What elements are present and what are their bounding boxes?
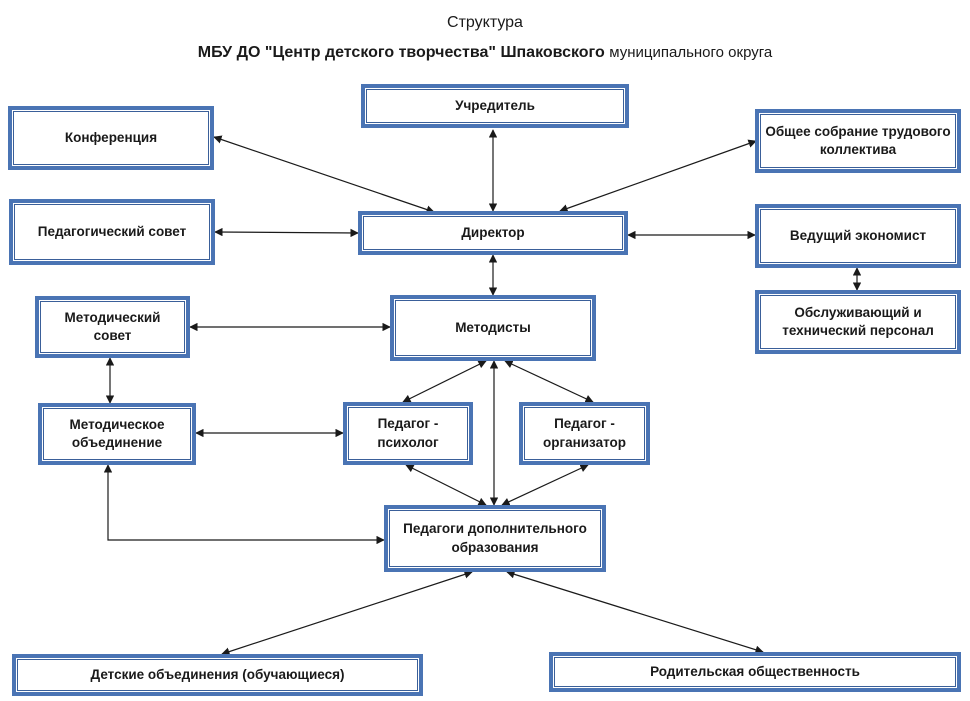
node-teachers-label: Педагоги дополнительного образования	[403, 521, 587, 555]
node-general-meeting: Общее собрание трудового коллектива	[755, 109, 961, 173]
edge-meeting-director	[559, 139, 757, 213]
edge-methassoc-teachers	[103, 464, 385, 545]
edge-conference-director	[213, 135, 435, 214]
node-director-label: Директор	[461, 224, 525, 240]
node-parents-label: Родительская общественность	[650, 663, 860, 679]
node-pedagogical-council-label: Педагогический совет	[37, 223, 187, 239]
node-psychologist-label: Педагог - психолог	[377, 416, 439, 450]
edge-teachers-parents	[506, 570, 764, 654]
node-general-meeting-label: Общее собрание трудового коллектива	[765, 123, 951, 157]
diagram-subtitle: МБУ ДО "Центр детского творчества" Шпако…	[0, 44, 970, 62]
node-pedagogical-council: Педагогический совет	[9, 199, 215, 265]
node-director: Директор	[358, 211, 628, 255]
node-service-staff-label: Обслуживающий и технический персонал	[782, 304, 934, 338]
subtitle-normal-part: муниципального округа	[609, 44, 773, 61]
node-teachers: Педагоги дополнительного образования	[384, 505, 606, 572]
node-service-staff: Обслуживающий и технический персонал	[755, 290, 961, 354]
node-conference: Конференция	[8, 106, 214, 170]
node-founder: Учредитель	[361, 84, 629, 128]
node-methodical-council: Методический совет	[35, 296, 190, 358]
node-conference-label: Конференция	[64, 129, 158, 145]
node-methodists-label: Методисты	[455, 319, 531, 335]
edge-organizer-teachers	[501, 464, 589, 506]
node-methodists: Методисты	[390, 295, 596, 361]
edge-methodists-organizer	[504, 360, 594, 403]
subtitle-bold-part: МБУ ДО "Центр детского творчества" Шпако…	[197, 44, 605, 61]
node-economist-label: Ведущий экономист	[789, 227, 927, 243]
edge-pedcouncil-director	[214, 227, 359, 238]
node-psychologist: Педагог - психолог	[343, 402, 473, 465]
node-economist: Ведущий экономист	[755, 204, 961, 268]
node-organizer-label: Педагог - организатор	[542, 416, 627, 450]
edge-teachers-children	[221, 570, 473, 656]
node-children: Детские объединения (обучающиеся)	[12, 654, 423, 696]
node-methodical-association: Методическое объединение	[38, 403, 196, 465]
node-methodical-council-label: Методический совет	[64, 309, 161, 343]
node-children-label: Детские объединения (обучающиеся)	[90, 666, 345, 682]
edge-psychologist-teachers	[405, 464, 487, 506]
node-methodical-association-label: Методическое объединение	[69, 416, 165, 450]
node-organizer: Педагог - организатор	[519, 402, 650, 465]
node-parents: Родительская общественность	[549, 652, 961, 692]
edge-methodists-psychologist	[402, 360, 487, 403]
diagram-title: Структура	[447, 14, 523, 31]
node-founder-label: Учредитель	[455, 97, 535, 113]
